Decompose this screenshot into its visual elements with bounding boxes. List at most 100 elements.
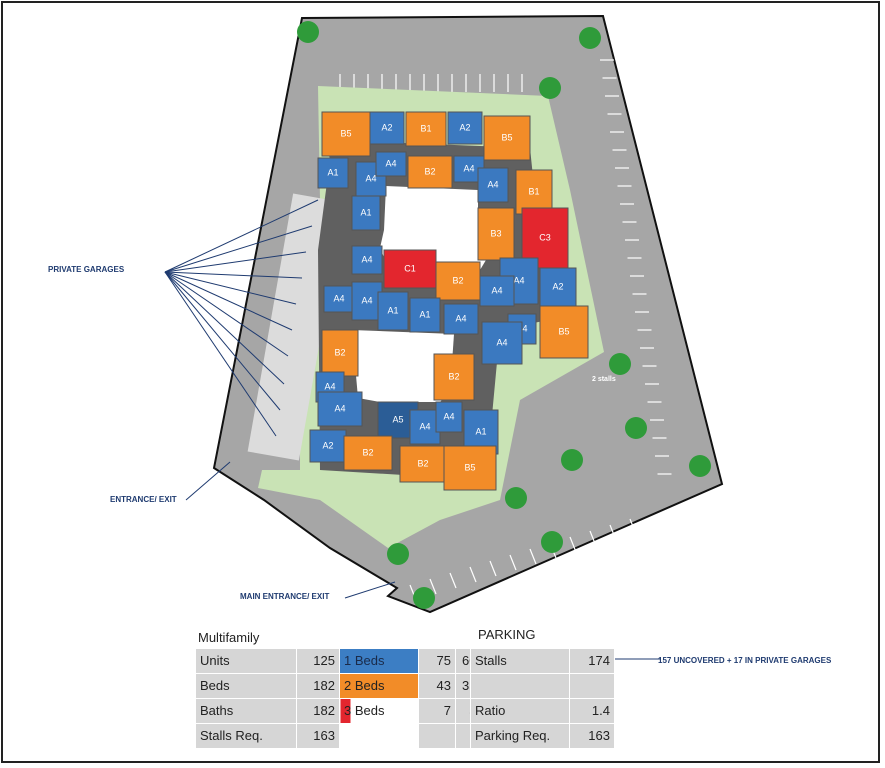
unit-a1 — [317, 157, 349, 189]
row-value: 163 — [569, 723, 615, 749]
unit-b2 — [321, 329, 359, 377]
unit-a4 — [351, 281, 383, 321]
unit-label: B1 — [528, 186, 539, 196]
row-label: Parking Req. — [470, 723, 570, 749]
bed-mix-label: 2 Beds — [339, 673, 419, 699]
unit-b5 — [443, 445, 497, 491]
unit-label: A2 — [552, 281, 563, 291]
unit-label: A4 — [365, 173, 376, 183]
unit-label: B3 — [490, 228, 501, 238]
parking-stripes — [339, 59, 672, 601]
unit-a4 — [479, 275, 515, 307]
multifamily-row: Stalls Req.163 — [195, 723, 493, 749]
unit-label: A1 — [475, 426, 486, 436]
row-label: Baths — [195, 698, 297, 724]
unit-label: B2 — [334, 347, 345, 357]
unit-label: B5 — [558, 326, 569, 336]
row-value: 182 — [296, 698, 340, 724]
unit-label: A1 — [327, 167, 338, 177]
unit-a4 — [409, 409, 441, 445]
row-label: Units — [195, 648, 297, 674]
unit-label: B5 — [464, 462, 475, 472]
row-label — [470, 673, 570, 699]
unit-label: C3 — [539, 232, 551, 242]
bed-mix-label: 3 Beds — [339, 698, 419, 724]
unit-label: A4 — [455, 313, 466, 323]
unit-label: A4 — [419, 421, 430, 431]
unit-b1 — [515, 169, 553, 215]
unit-label: A1 — [360, 207, 371, 217]
bed-mix-label: 1 Beds — [339, 648, 419, 674]
unit-a4 — [351, 245, 383, 275]
unit-c1 — [383, 249, 437, 289]
unit-a4 — [375, 151, 407, 177]
tree-icon — [579, 27, 601, 49]
unit-label: A5 — [392, 414, 403, 424]
courtyard-south — [352, 330, 454, 402]
unit-label: A4 — [463, 163, 474, 173]
unit-label: A4 — [333, 293, 344, 303]
row-value: 125 — [296, 648, 340, 674]
unit-a4 — [323, 285, 355, 313]
unit-b3 — [477, 207, 515, 261]
unit-b1 — [405, 111, 447, 147]
unit-label: A1 — [387, 305, 398, 315]
row-label: Ratio — [470, 698, 570, 724]
private-garages-label: PRIVATE GARAGES — [48, 265, 125, 274]
unit-b5 — [539, 305, 589, 359]
unit-a4 — [477, 167, 509, 203]
unit-b2 — [343, 435, 393, 471]
unit-label: A4 — [334, 403, 345, 413]
unit-label: B1 — [420, 123, 431, 133]
tree-icon — [387, 543, 409, 565]
tree-icon — [413, 587, 435, 609]
unit-label: A4 — [361, 295, 372, 305]
unit-label: A4 — [513, 275, 524, 285]
unit-a4 — [443, 303, 479, 335]
unit-a1 — [351, 195, 381, 231]
unit-label: A4 — [491, 285, 502, 295]
unit-label: C1 — [404, 263, 416, 273]
row-value: 174 — [569, 648, 615, 674]
unit-label: A4 — [443, 411, 454, 421]
row-value: 163 — [296, 723, 340, 749]
unit-a2 — [447, 111, 483, 145]
unit-label: A2 — [322, 440, 333, 450]
tree-icon — [561, 449, 583, 471]
unit-a2 — [539, 267, 577, 307]
unit-a2 — [369, 111, 405, 145]
row-label: Beds — [195, 673, 297, 699]
main-entrance-label: MAIN ENTRANCE/ EXIT — [240, 592, 330, 601]
unit-label: A1 — [419, 309, 430, 319]
tree-icon — [541, 531, 563, 553]
row-value: 1.4 — [569, 698, 615, 724]
unit-label: B2 — [424, 166, 435, 176]
bed-mix-label — [339, 723, 419, 749]
unit-label: A4 — [487, 179, 498, 189]
tree-icon — [505, 487, 527, 509]
tree-icon — [625, 417, 647, 439]
parking-row: Parking Req.163 — [470, 723, 615, 749]
bed-mix-count: 75 — [418, 648, 456, 674]
unit-label: A4 — [361, 254, 372, 264]
unit-label: A4 — [385, 158, 396, 168]
unit-label: A2 — [381, 122, 392, 132]
multifamily-title: Multifamily — [198, 630, 260, 645]
bed-mix-count: 7 — [418, 698, 456, 724]
parking-note: 157 UNCOVERED + 17 IN PRIVATE GARAGES — [658, 656, 832, 665]
row-label: Stalls — [470, 648, 570, 674]
unit-label: B2 — [452, 275, 463, 285]
row-value — [569, 673, 615, 699]
unit-label: B2 — [417, 458, 428, 468]
courtyard-north — [380, 186, 490, 270]
unit-label: A4 — [324, 381, 335, 391]
unit-label: B5 — [501, 132, 512, 142]
unit-a4 — [481, 321, 523, 365]
tree-icon — [609, 353, 631, 375]
